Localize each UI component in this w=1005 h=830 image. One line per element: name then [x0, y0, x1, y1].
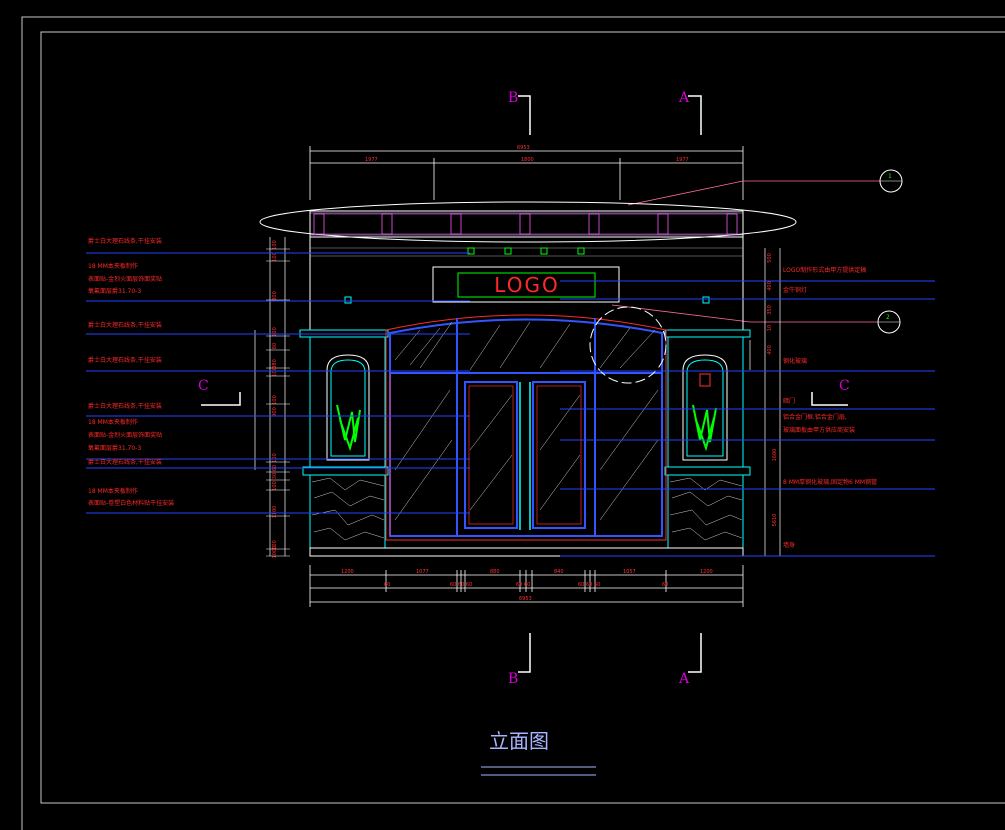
- top-dim-total: 6953: [517, 145, 530, 151]
- section-b-bottom: B: [508, 633, 531, 687]
- top-dim-2: 1800: [521, 157, 534, 163]
- section-a-top-label: A: [678, 90, 690, 106]
- right-note: 玻璃面板由甲方供应商安装: [783, 426, 855, 434]
- section-c-right: C: [811, 378, 850, 406]
- bottom-small-1: 60: [384, 582, 390, 588]
- bottom-small-4: 60 60 60: [578, 582, 600, 588]
- logo-text: LOGO: [494, 273, 559, 297]
- left-dim-chain: [254, 237, 286, 556]
- callout-1: 1: [627, 169, 903, 206]
- left-dim-label: 100: [272, 327, 278, 337]
- detail-ellipse-top: [259, 201, 797, 243]
- section-b-top: B: [508, 90, 531, 135]
- left-note: 爵士白大理石线条,干挂安装: [88, 458, 162, 466]
- top-dimensions: [309, 146, 744, 200]
- section-b-top-label: B: [508, 90, 518, 106]
- niche-right: [682, 354, 728, 461]
- outer-frame: [21, 16, 1005, 830]
- left-dim-label: 100: [272, 481, 278, 491]
- left-dim-label: 80: [272, 343, 278, 349]
- left-note: 爵士白大理石线条,干挂安装: [88, 356, 162, 364]
- svg-text:1: 1: [888, 173, 892, 180]
- left-dim-label: 1000: [272, 546, 278, 559]
- right-note: 墙身: [783, 541, 795, 549]
- callout-2: 2: [611, 304, 901, 334]
- left-dim-label: 880: [272, 359, 278, 369]
- right-dim-label: 400: [767, 345, 773, 355]
- section-b-bottom-label: B: [508, 671, 518, 687]
- left-dim-label: 100: [272, 252, 278, 262]
- left-note: 18 MM本夹板制作: [88, 487, 138, 495]
- left-note: 表面贴-卷塑白色材料贴干挂安装: [88, 499, 174, 507]
- bottom-dim-3: 880: [490, 569, 500, 575]
- left-dim-label: 100: [272, 240, 278, 250]
- left-dim-label: 30: [272, 473, 278, 479]
- left-dim-label: 800: [272, 291, 278, 301]
- left-dim-label: 100: [272, 395, 278, 405]
- left-note: 爵士白大理石线条,干挂安装: [88, 402, 162, 410]
- bottom-dim-6: 1200: [700, 569, 713, 575]
- section-a-bottom: A: [678, 633, 702, 687]
- right-dim-label: 10: [767, 325, 773, 331]
- left-note: 表面贴-金烈火面层饰面奖贴: [88, 431, 162, 439]
- right-note: 金牛铜灯: [783, 286, 807, 294]
- left-dim-label: 100: [272, 367, 278, 377]
- left-dim-label: 1100: [272, 506, 278, 519]
- section-c-left-label: C: [198, 378, 209, 394]
- right-note: 钢化玻璃: [783, 357, 807, 365]
- bottom-dim-4: 840: [554, 569, 564, 575]
- bottom-dim-5: 1057: [623, 569, 636, 575]
- right-dim-label: 500: [767, 253, 773, 263]
- left-note: 氧氟面层爵31.70-3: [88, 287, 141, 295]
- right-dim-label: 400: [767, 281, 773, 291]
- right-note: 铝合金门框,铝合金门扇,: [783, 413, 847, 421]
- bottom-dimensions: [309, 565, 744, 607]
- section-a-top: A: [678, 90, 702, 135]
- bottom-dim-2: 1077: [416, 569, 429, 575]
- section-a-bottom-label: A: [678, 671, 690, 687]
- right-dim-chain: [749, 248, 781, 556]
- drawing-title: 立面图: [489, 729, 549, 753]
- svg-text:2: 2: [886, 314, 890, 321]
- left-note: 爵士白大理石线条,干挂安装: [88, 321, 162, 329]
- bottom-small-3: 60 60: [516, 582, 530, 588]
- niche-left: [326, 354, 370, 461]
- left-note: 氧氟面层爵31.70-3: [88, 444, 141, 452]
- left-dim-label: 900: [272, 407, 278, 417]
- right-note: 暗门: [783, 397, 795, 405]
- bottom-small-2: 60 60 60: [450, 582, 472, 588]
- left-note: 表面贴-金烈火面层饰面奖贴: [88, 275, 162, 283]
- section-c-right-label: C: [839, 378, 850, 394]
- left-note: 爵士白大理石线条,干挂安装: [88, 237, 162, 245]
- right-dim-label: 5610: [772, 514, 778, 527]
- stone-texture: [311, 477, 743, 541]
- right-note: LOGO制作形式由甲方提供定稿: [783, 266, 866, 274]
- bottom-dim-total: 6953: [519, 596, 532, 602]
- left-note: 18 MM本夹板制作: [88, 262, 138, 270]
- left-note: 18 MM本夹板制作: [88, 418, 138, 426]
- top-dim-3: 1977: [676, 157, 689, 163]
- bottom-small-5: 60: [662, 582, 668, 588]
- section-c-left: C: [198, 378, 241, 406]
- bottom-dim-1: 1200: [341, 569, 354, 575]
- inner-frame: [40, 31, 1005, 804]
- right-note: 8 MM厚钢化玻璃,固定物6 MM钢管: [783, 478, 877, 486]
- left-dim-label: 100: [272, 540, 278, 550]
- top-dim-1: 1977: [365, 157, 378, 163]
- right-dim-label: 1600: [772, 449, 778, 462]
- left-dim-label: 100: [272, 453, 278, 463]
- storefront: [385, 306, 667, 541]
- cornice: [309, 210, 744, 238]
- right-dim-label: 350: [767, 305, 773, 315]
